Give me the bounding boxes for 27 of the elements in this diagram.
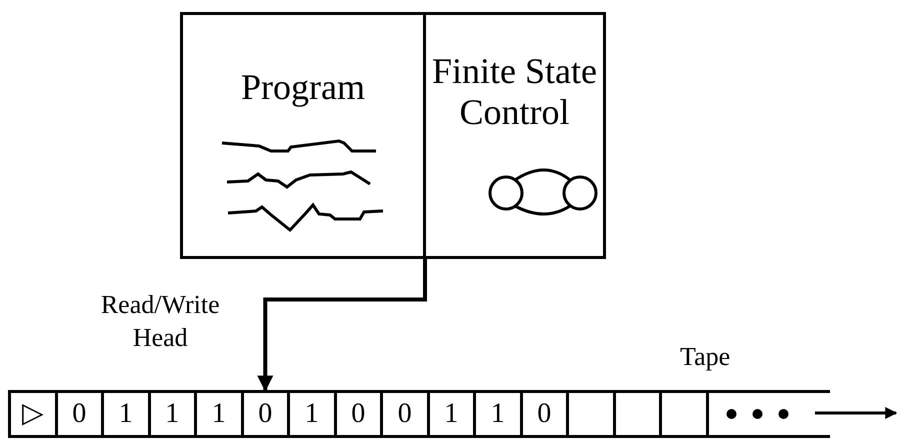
tape-symbol: 1 <box>118 398 133 429</box>
panel-title: Finite State Control <box>432 51 597 132</box>
edge-label: Read/Write Head <box>100 289 221 354</box>
tape-cell <box>380 390 430 438</box>
tape-symbol: ▷ <box>22 398 44 429</box>
tape-cell <box>473 390 522 438</box>
tape-symbol: 0 <box>398 398 412 429</box>
tape-cell <box>566 390 616 438</box>
arrow <box>257 259 427 392</box>
tape-label: Tape <box>680 342 730 372</box>
tape-symbol: 0 <box>72 398 86 429</box>
tape-symbol: 0 <box>258 398 272 429</box>
program-panel <box>180 12 426 259</box>
tape-symbol: 1 <box>165 398 180 429</box>
panel-title: Program <box>241 67 365 107</box>
tape-cell <box>8 390 58 438</box>
tape-symbol: 1 <box>444 398 458 429</box>
tape-symbol: 1 <box>490 398 505 429</box>
tape-symbol: 1 <box>212 398 226 429</box>
tape-cell <box>101 390 150 438</box>
tape-symbol: 0 <box>351 398 366 429</box>
tape-cell <box>194 390 244 438</box>
tape-symbol: 1 <box>304 398 319 429</box>
control-panel <box>423 12 606 259</box>
tape-cell <box>287 390 336 438</box>
tape-cell <box>659 390 708 438</box>
tape-symbol: 0 <box>537 398 552 429</box>
